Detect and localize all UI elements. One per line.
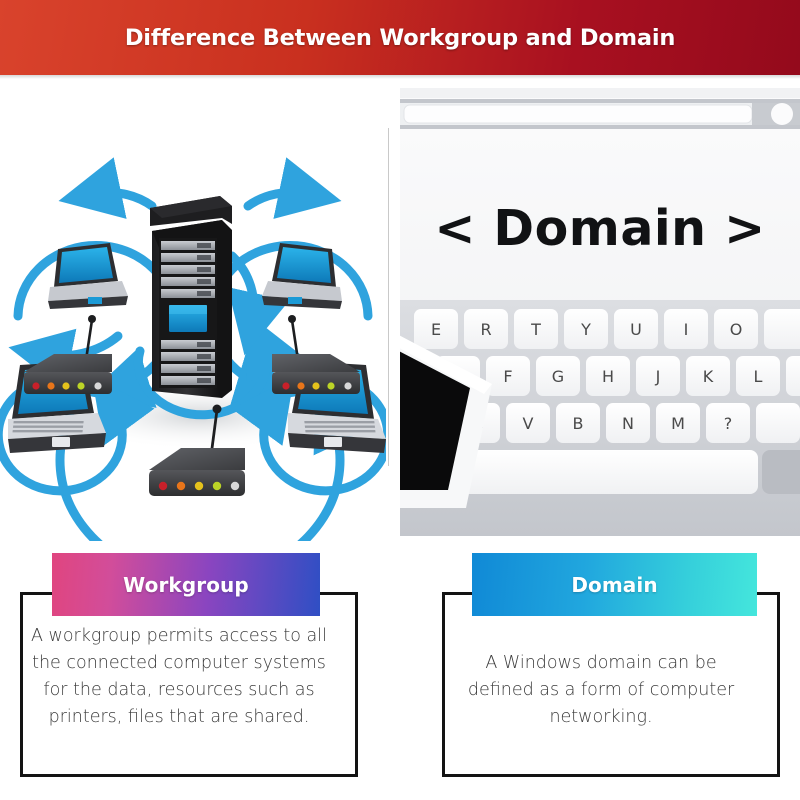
- svg-text:L: L: [754, 367, 763, 386]
- svg-text:G: G: [552, 367, 564, 386]
- svg-text:F: F: [503, 367, 512, 386]
- card-domain: Domain A Windows domain can be defined a…: [400, 545, 800, 800]
- laptop-top-right: [262, 243, 342, 309]
- domain-description: A Windows domain can be defined as a for…: [467, 653, 735, 727]
- svg-text:J: J: [655, 367, 661, 386]
- svg-text:E: E: [431, 320, 441, 339]
- router-right: [272, 315, 360, 394]
- server-rack: [150, 196, 232, 398]
- section-divider: [388, 128, 389, 466]
- svg-text:Y: Y: [580, 320, 591, 339]
- svg-text:V: V: [523, 414, 534, 433]
- svg-text:R: R: [480, 320, 491, 339]
- illustration-area: E R T Y U I O F G: [0, 86, 800, 541]
- router-center: [149, 404, 245, 496]
- svg-text:O: O: [730, 320, 743, 339]
- svg-text:N: N: [622, 414, 634, 433]
- domain-banner: Domain: [472, 553, 757, 616]
- comparison-cards: Workgroup A workgroup permits access to …: [0, 545, 800, 800]
- router-left: [24, 315, 112, 394]
- page-header: Difference Between Workgroup and Domain: [0, 0, 800, 75]
- domain-keyboard-photo: E R T Y U I O F G: [400, 88, 800, 536]
- workgroup-banner-label: Workgroup: [123, 572, 249, 597]
- svg-text:T: T: [530, 320, 541, 339]
- svg-text:U: U: [630, 320, 642, 339]
- card-workgroup: Workgroup A workgroup permits access to …: [0, 545, 400, 800]
- svg-text:I: I: [684, 320, 689, 339]
- workgroup-banner: Workgroup: [52, 553, 320, 616]
- workgroup-network-diagram: [0, 86, 386, 541]
- svg-text:H: H: [602, 367, 614, 386]
- domain-screen-text: < Domain >: [434, 200, 766, 257]
- header-shadow: [0, 75, 800, 79]
- keyboard-spacebar: [458, 450, 800, 494]
- domain-card-border: [442, 592, 780, 777]
- domain-banner-label: Domain: [571, 572, 658, 597]
- keyboard-row-3: CV BN M?: [456, 403, 800, 443]
- page-title: Difference Between Workgroup and Domain: [124, 24, 676, 51]
- workgroup-card-border: [20, 592, 358, 777]
- workgroup-description: A workgroup permits access to all the co…: [31, 626, 327, 727]
- svg-text:?: ?: [724, 414, 733, 433]
- svg-text:K: K: [703, 367, 714, 386]
- svg-text:B: B: [573, 414, 584, 433]
- svg-text:M: M: [671, 414, 685, 433]
- laptop-top-left: [48, 243, 128, 309]
- smartphone-corner: [400, 335, 492, 508]
